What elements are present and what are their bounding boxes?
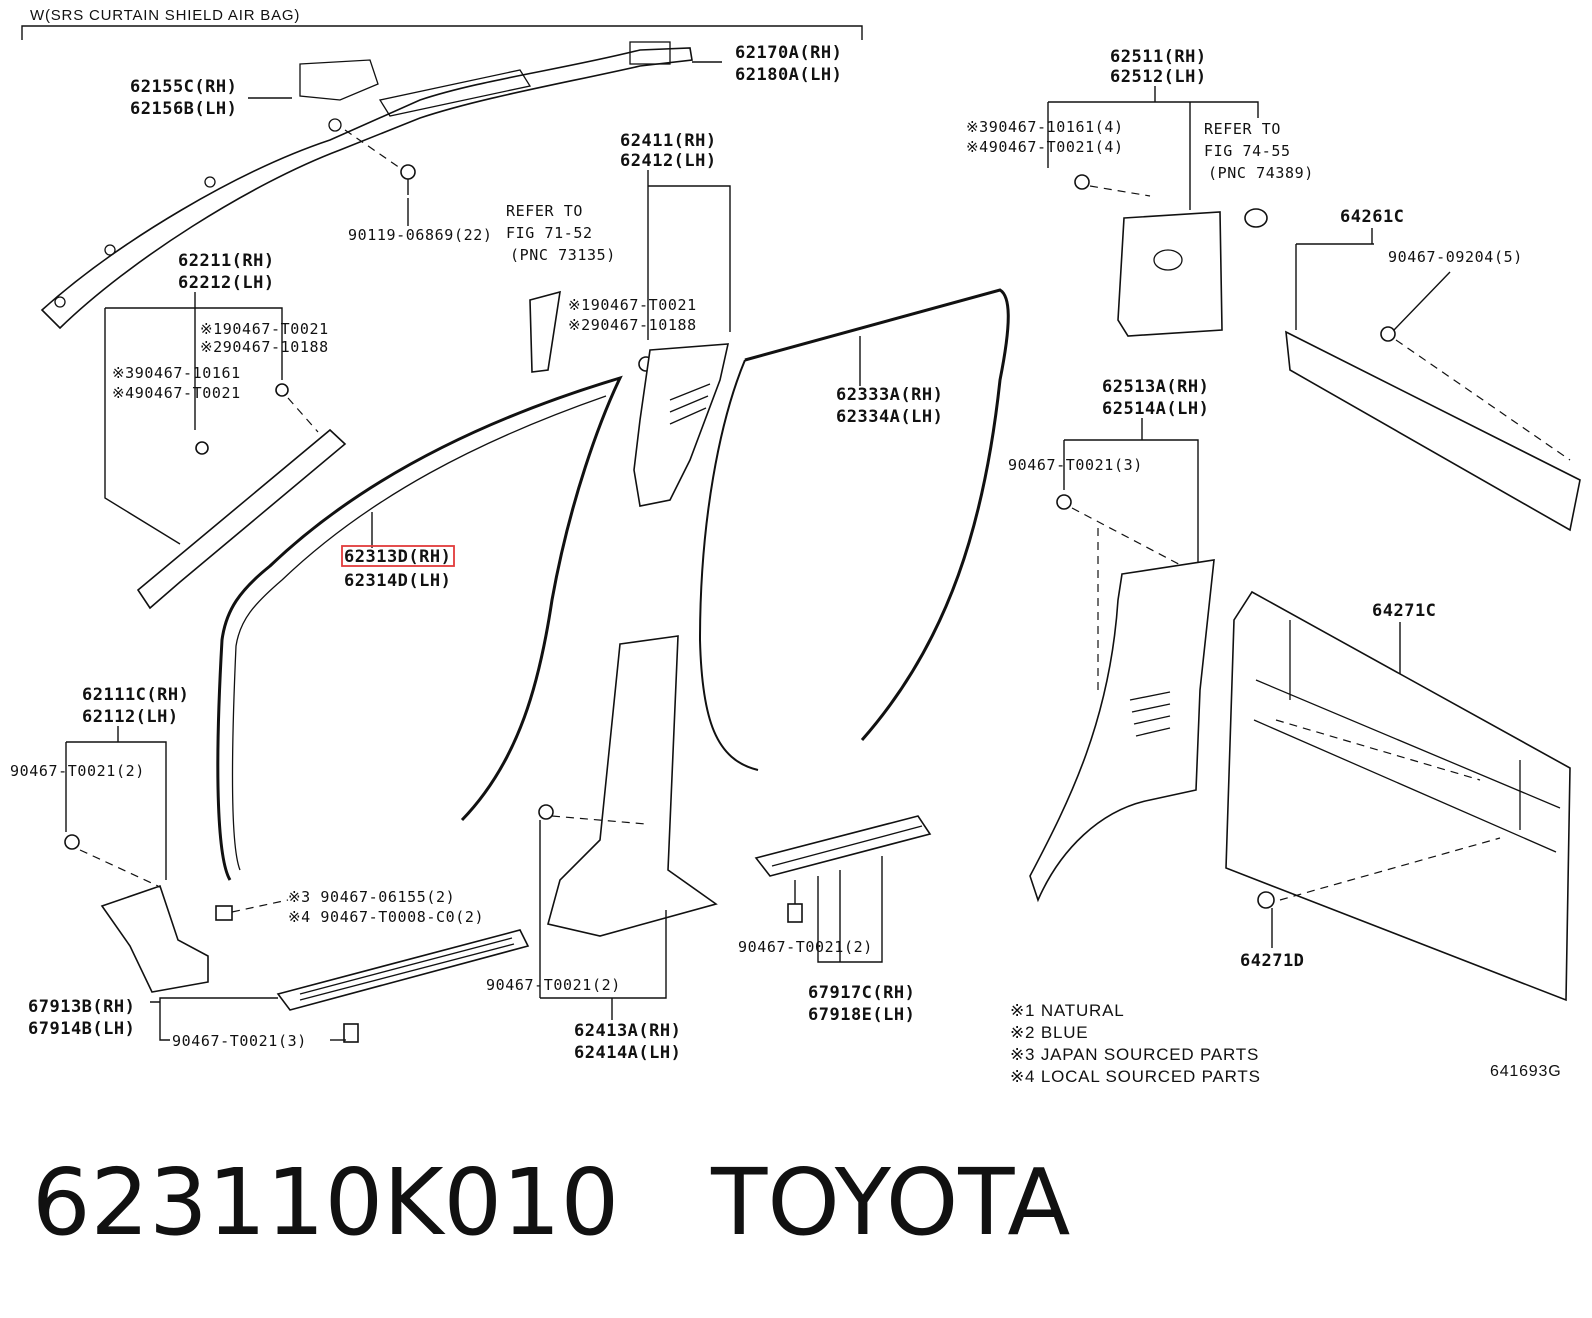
clip-62111: 90467-T0021(2) [10, 762, 145, 780]
label-62414a-lh: 62414A(LH) [574, 1043, 681, 1063]
label-62413a-rh: 62413A(RH) [574, 1021, 681, 1041]
highlight-box [341, 545, 455, 567]
label-62411-rh: 62411(RH) [620, 131, 717, 151]
clip-icon [1056, 494, 1072, 510]
clip-62211-3: ※390467-10161 [112, 364, 241, 382]
label-67913b-rh: 67913B(RH) [28, 997, 135, 1017]
note-2: ※2 BLUE [1010, 1023, 1088, 1042]
label-62512-lh: 62512(LH) [1110, 67, 1207, 87]
ref-74-55-line1: REFER TO [1204, 120, 1281, 138]
label-62333a-rh: 62333A(RH) [836, 385, 943, 405]
bolt-icon [400, 164, 416, 195]
label-62170a-rh: 62170A(RH) [735, 43, 842, 63]
label-62211-rh: 62211(RH) [178, 251, 275, 271]
clip-icon [538, 804, 554, 820]
ref-74-55-line2: FIG 74-55 [1204, 142, 1291, 160]
ref-74-55-line3: (PNC 74389) [1208, 164, 1314, 182]
garnish-piece [529, 290, 561, 373]
clip-mid-4: ※4 90467-T0008-C0(2) [288, 908, 484, 926]
kick-panel-62111c [100, 884, 209, 993]
pillar-62411-part [633, 343, 730, 507]
label-62514a-lh: 62514A(LH) [1102, 399, 1209, 419]
plug-icon [1244, 208, 1268, 228]
label-62112-lh: 62112(LH) [82, 707, 179, 727]
front-pillar-garnish [136, 428, 347, 610]
ref-71-52-line1: REFER TO [506, 202, 583, 220]
ref-71-52-line3: (PNC 73135) [510, 246, 616, 264]
clip-icon [64, 834, 80, 850]
label-62156b-lh: 62156B(LH) [130, 99, 237, 119]
header-title: W(SRS CURTAIN SHIELD AIR BAG) [30, 7, 300, 24]
clip-67917: 90467-T0021(2) [738, 938, 873, 956]
clip-icon [1380, 326, 1396, 342]
label-64271d: 64271D [1240, 951, 1304, 971]
label-62334a-lh: 62334A(LH) [836, 407, 943, 427]
clip-icon [195, 441, 209, 455]
label-64271c: 64271C [1372, 601, 1436, 621]
curtain-airbag-part [40, 41, 693, 330]
note-4: ※4 LOCAL SOURCED PARTS [1010, 1067, 1261, 1086]
label-62314d-lh: 62314D(LH) [344, 571, 451, 591]
front-sill-plate [276, 929, 530, 1011]
parts-diagram: W(SRS CURTAIN SHIELD AIR BAG) 62155C(RH)… [10, 7, 1581, 1086]
lower-center-pillar [547, 635, 718, 937]
lower-quarter-panel [1029, 559, 1215, 903]
clip-icon [1074, 174, 1090, 190]
clip-62511-3: ※390467-10161(4) [966, 118, 1124, 136]
note-1: ※1 NATURAL [1010, 1001, 1125, 1020]
clip-62211-2: ※290467-10188 [200, 338, 329, 356]
label-62155c-rh: 62155C(RH) [130, 77, 237, 97]
back-panel-64271c [1225, 590, 1571, 1002]
figure-code: 641693G [1490, 1063, 1561, 1080]
part-number: 623110K010 [32, 1149, 620, 1256]
label-62412-lh: 62412(LH) [620, 151, 717, 171]
note-3: ※3 JAPAN SOURCED PARTS [1010, 1045, 1259, 1064]
label-62313d-rh: 62313D(RH) [344, 547, 451, 567]
clip-icon [787, 903, 803, 923]
upper-quarter-panel [1117, 211, 1223, 337]
clip-icon [215, 905, 233, 921]
clip-67913: 90467-T0021(3) [172, 1032, 307, 1050]
label-62513a-rh: 62513A(RH) [1102, 377, 1209, 397]
part-footer: 623110K010 TOYOTA [32, 1148, 1070, 1258]
ref-71-52-line2: FIG 71-52 [506, 224, 593, 242]
label-67917c-rh: 67917C(RH) [808, 983, 915, 1003]
rear-sill-plate [754, 815, 932, 877]
clip-62211-4: ※490467-T0021 [112, 384, 241, 402]
clip-62413: 90467-T0021(2) [486, 976, 621, 994]
label-62511-rh: 62511(RH) [1110, 47, 1207, 67]
label-62111c-rh: 62111C(RH) [82, 685, 189, 705]
clip-62513: 90467-T0021(3) [1008, 456, 1143, 474]
clip-mid-3: ※3 90467-06155(2) [288, 888, 455, 906]
clip-icon [1257, 891, 1275, 909]
clip-icon [275, 383, 289, 397]
clip-62411-1: ※190467-T0021 [568, 296, 697, 314]
label-62212-lh: 62212(LH) [178, 273, 275, 293]
clip-62411-2: ※290467-10188 [568, 316, 697, 334]
label-62180a-lh: 62180A(LH) [735, 65, 842, 85]
scuff-plate-64261c [1285, 330, 1581, 532]
brand-name: TOYOTA [711, 1149, 1071, 1256]
clip-62211-1: ※190467-T0021 [200, 320, 329, 338]
clip-62511-4: ※490467-T0021(4) [966, 138, 1124, 156]
label-67918e-lh: 67918E(LH) [808, 1005, 915, 1025]
label-64261c: 64261C [1340, 207, 1404, 227]
clip-icon [343, 1023, 359, 1043]
label-67914b-lh: 67914B(LH) [28, 1019, 135, 1039]
clip-64261: 90467-09204(5) [1388, 248, 1523, 266]
label-90119: 90119-06869(22) [348, 226, 492, 244]
